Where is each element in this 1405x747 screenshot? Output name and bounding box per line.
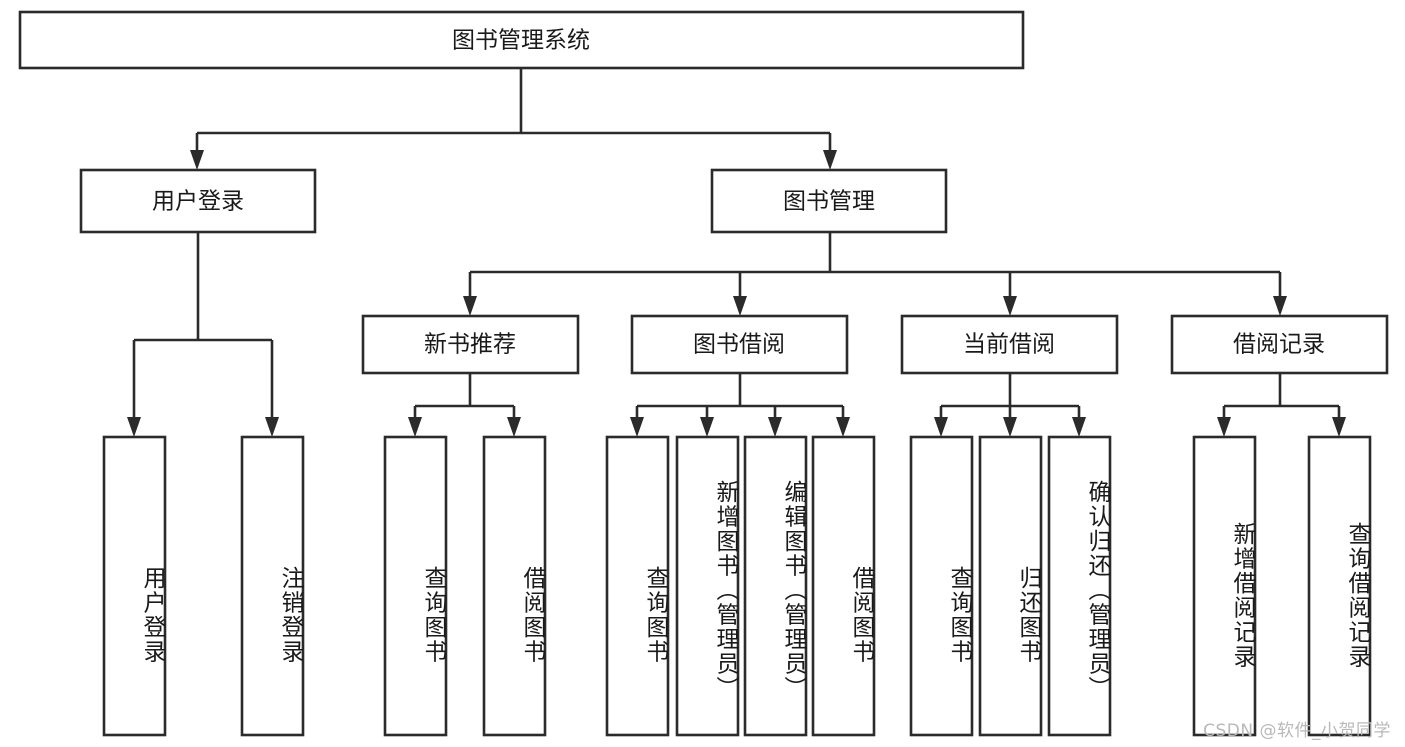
node-book-manage-box[interactable] xyxy=(710,168,948,234)
leaf-box-user-login[interactable] xyxy=(102,435,167,737)
arrow-to-book-borrow xyxy=(733,296,747,316)
connector-bookmanage-to-level3 xyxy=(463,232,1287,316)
node-book-manage[interactable]: 图书管理 xyxy=(710,168,948,234)
node-book-manage-label: 图书管理 xyxy=(783,189,875,215)
node-new-book-recommend-label: 新书推荐 xyxy=(424,332,516,358)
node-current-borrow-label: 当前借阅 xyxy=(963,332,1055,358)
connector-userlogin-to-leaves xyxy=(127,232,279,437)
leaf-box-cb-return-book[interactable] xyxy=(978,435,1043,737)
csdn-watermark: CSDN @软件_小贺同学 xyxy=(1203,721,1391,741)
arrow-to-leaf-nb-query xyxy=(408,417,422,437)
node-root[interactable]: 图书管理系统 xyxy=(18,10,1025,70)
arrow-to-leaf-bb-add xyxy=(700,417,714,437)
connector-newbook-to-leaves xyxy=(408,373,521,437)
arrow-to-leaf-cb-confirm xyxy=(1072,417,1086,437)
leaf-box-bb-query-book[interactable] xyxy=(605,435,670,737)
arrow-to-book-manage xyxy=(823,150,837,170)
arrow-to-borrow-record xyxy=(1273,296,1287,316)
connector-currentborrow-to-leaves xyxy=(934,373,1086,437)
connector-borrowrecord-to-leaves xyxy=(1217,373,1346,437)
node-current-borrow-box[interactable] xyxy=(900,314,1119,375)
connector-root-to-level2 xyxy=(190,68,837,170)
leaf-box-nb-borrow-book[interactable] xyxy=(482,435,547,737)
leaf-box-nb-query-book[interactable] xyxy=(383,435,448,737)
arrow-to-leaf-cb-return xyxy=(1003,417,1017,437)
arrow-to-leaf-bb-borrow xyxy=(836,417,850,437)
leaf-box-logout[interactable] xyxy=(240,435,305,737)
leaf-box-br-query-record[interactable] xyxy=(1307,435,1372,737)
connector-bookborrow-to-leaves xyxy=(630,373,850,437)
node-borrow-record[interactable]: 借阅记录 xyxy=(1170,314,1389,375)
arrow-to-current-borrow xyxy=(1003,296,1017,316)
leaf-box-cb-query-book[interactable] xyxy=(909,435,974,737)
node-new-book-recommend-box[interactable] xyxy=(361,314,580,375)
arrow-to-leaf-logout xyxy=(265,417,279,437)
arrow-to-user-login xyxy=(190,150,204,170)
node-current-borrow[interactable]: 当前借阅 xyxy=(900,314,1119,375)
node-root-box[interactable] xyxy=(18,10,1025,70)
node-book-borrow-box[interactable] xyxy=(630,314,849,375)
arrow-to-leaf-user-login xyxy=(127,417,141,437)
node-borrow-record-label: 借阅记录 xyxy=(1233,332,1325,358)
arrow-to-leaf-bb-query xyxy=(630,417,644,437)
arrow-to-leaf-cb-query xyxy=(934,417,948,437)
node-user-login[interactable]: 用户登录 xyxy=(79,168,317,234)
node-root-label: 图书管理系统 xyxy=(452,28,590,54)
node-book-borrow-label: 图书借阅 xyxy=(693,332,785,358)
arrow-to-leaf-br-query xyxy=(1332,417,1346,437)
leaf-box-bb-borrow-book[interactable] xyxy=(811,435,876,737)
arrow-to-leaf-nb-borrow xyxy=(507,417,521,437)
leaf-box-cb-confirm-return[interactable] xyxy=(1047,435,1112,737)
node-user-login-box[interactable] xyxy=(79,168,317,234)
arrow-to-leaf-bb-edit xyxy=(768,417,782,437)
node-new-book-recommend[interactable]: 新书推荐 xyxy=(361,314,580,375)
leaf-box-bb-add-book[interactable] xyxy=(675,435,740,737)
node-borrow-record-box[interactable] xyxy=(1170,314,1389,375)
arrow-to-new-book xyxy=(463,296,477,316)
leaf-box-bb-edit-book[interactable] xyxy=(743,435,808,737)
arrow-to-leaf-br-add xyxy=(1217,417,1231,437)
leaf-box-br-add-record[interactable] xyxy=(1192,435,1257,737)
node-book-borrow[interactable]: 图书借阅 xyxy=(630,314,849,375)
node-user-login-label: 用户登录 xyxy=(152,189,244,215)
